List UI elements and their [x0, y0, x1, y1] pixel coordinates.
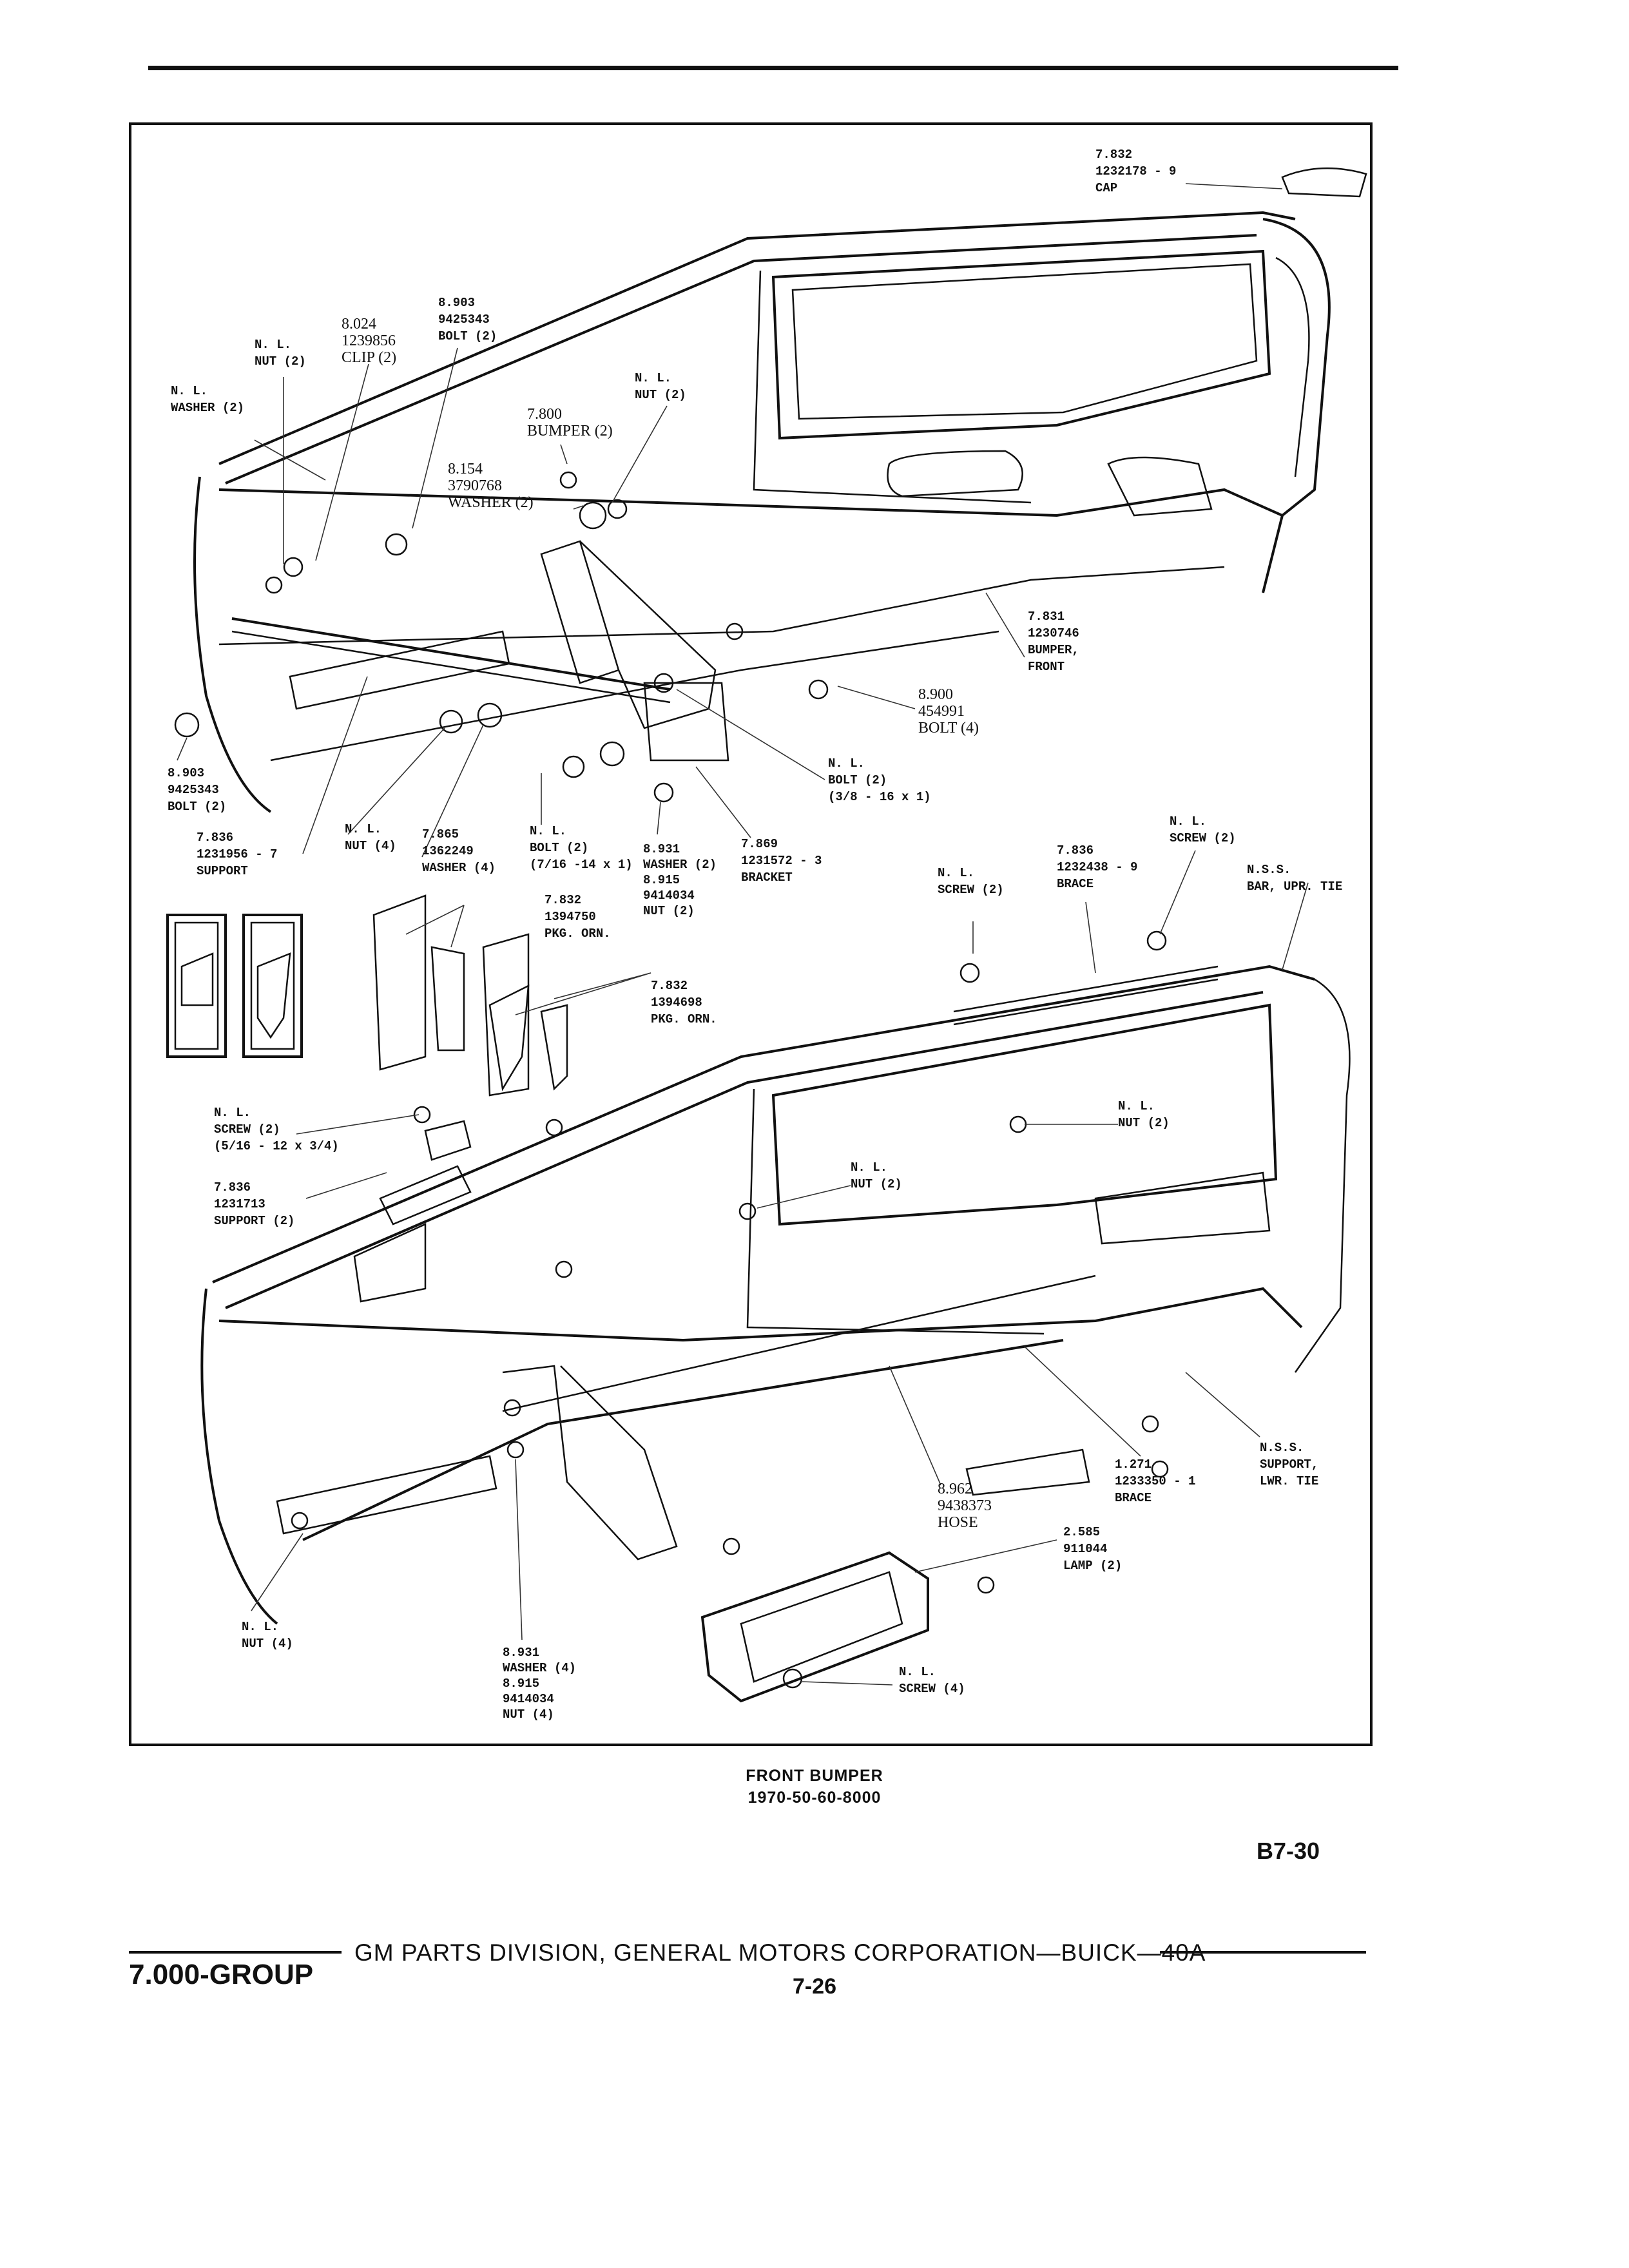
- label-nut-bottom: N. L.NUT (4): [242, 1620, 293, 1651]
- label-screw-516: N. L.SCREW (2)(5/16 - 12 x 3/4): [214, 1106, 339, 1153]
- label-washer-left: N. L.WASHER (2): [171, 384, 244, 415]
- label-screw-nl-2: N. L.SCREW (2): [1170, 814, 1236, 845]
- label-bolt-716: N. L.BOLT (2)(7/16 -14 x 1): [530, 824, 633, 872]
- label-nut-right: N. L.NUT (2): [1118, 1099, 1170, 1130]
- tie-bar-drawing: [200, 930, 1351, 1703]
- footer-page: 7-26: [792, 1974, 837, 1999]
- label-nut-center: N. L.NUT (2): [851, 1160, 902, 1191]
- caption-title: FRONT BUMPER: [746, 1767, 883, 1785]
- label-nut-top-left: N. L.NUT (2): [255, 338, 306, 369]
- label-screw-four: N. L.SCREW (4): [899, 1665, 965, 1696]
- figure-code: B7-30: [1257, 1838, 1320, 1864]
- footer-rule-left: [129, 1951, 342, 1954]
- footer-rule-right: [1160, 1951, 1366, 1954]
- label-nut-top-mid: N. L.NUT (2): [635, 371, 686, 402]
- front-bumper-drawing: [174, 167, 1367, 813]
- footer-group: 7.000-GROUP: [129, 1959, 314, 1990]
- caption-code: 1970-50-60-8000: [747, 1789, 882, 1807]
- leader-lines: [177, 183, 1309, 1686]
- footer-main: GM PARTS DIVISION, GENERAL MOTORS CORPOR…: [354, 1939, 1206, 1966]
- top-rule: [148, 66, 1398, 70]
- diagram-frame: [129, 122, 1373, 1746]
- label-support-lwr: N.S.S.SUPPORT,LWR. TIE: [1260, 1441, 1318, 1488]
- label-bar-upr: N.S.S.BAR, UPR. TIE: [1247, 863, 1342, 894]
- emblem-drawings: [166, 894, 568, 1097]
- label-bolt-nl: N. L.BOLT (2)(3/8 - 16 x 1): [828, 756, 931, 804]
- label-nut-four: N. L.NUT (4): [345, 822, 396, 853]
- label-screw-nl-1: N. L.SCREW (2): [938, 866, 1004, 897]
